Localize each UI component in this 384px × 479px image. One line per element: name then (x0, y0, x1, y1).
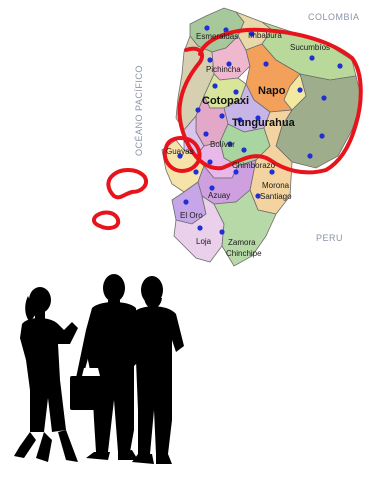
label-tungurahua: Tungurahua (232, 117, 296, 129)
red-highlight (91, 27, 363, 230)
woman-silhouette (14, 287, 78, 462)
label-el-oro: El Oro (180, 211, 203, 220)
label-peru: PERU (316, 233, 343, 243)
label-cotopaxi: Cotopaxi (202, 95, 249, 107)
map-labels: COLOMBIA PERU OCÉANO PACÍFICO Esmeraldas… (134, 12, 360, 258)
man-briefcase-silhouette (70, 274, 140, 460)
label-ocean: OCÉANO PACÍFICO (134, 65, 144, 156)
label-morona: Morona (262, 181, 290, 190)
label-azuay: Azuay (208, 191, 230, 200)
province-orellana (283, 73, 307, 111)
label-guayas: Guayas (166, 147, 194, 156)
label-santiago: Santiago (260, 192, 292, 201)
city-dots (177, 25, 343, 235)
label-imbabura: Imbabura (248, 31, 282, 40)
label-pichincha: Pichincha (206, 65, 241, 74)
highlight-loop-main (177, 27, 363, 175)
highlight-loop-guayas (162, 136, 202, 173)
label-loja: Loja (196, 237, 212, 246)
label-sucumbios: Sucumbíos (290, 43, 330, 52)
province-zamora (213, 189, 277, 267)
highlight-galapagos-2 (91, 210, 121, 230)
highlight-galapagos-1 (106, 168, 149, 200)
bearded-man-silhouette (132, 276, 184, 464)
label-chinchipe: Chinchipe (226, 249, 262, 258)
province-shapes (161, 7, 363, 267)
label-colombia: COLOMBIA (308, 12, 360, 22)
label-bolivar: Bolívar (210, 140, 235, 149)
people-silhouettes (14, 274, 184, 464)
label-esmeraldas: Esmeraldas (196, 32, 238, 41)
label-napo: Napo (258, 85, 286, 97)
label-zamora: Zamora (228, 238, 256, 247)
label-chimborazo: Chimborazo (232, 161, 276, 170)
